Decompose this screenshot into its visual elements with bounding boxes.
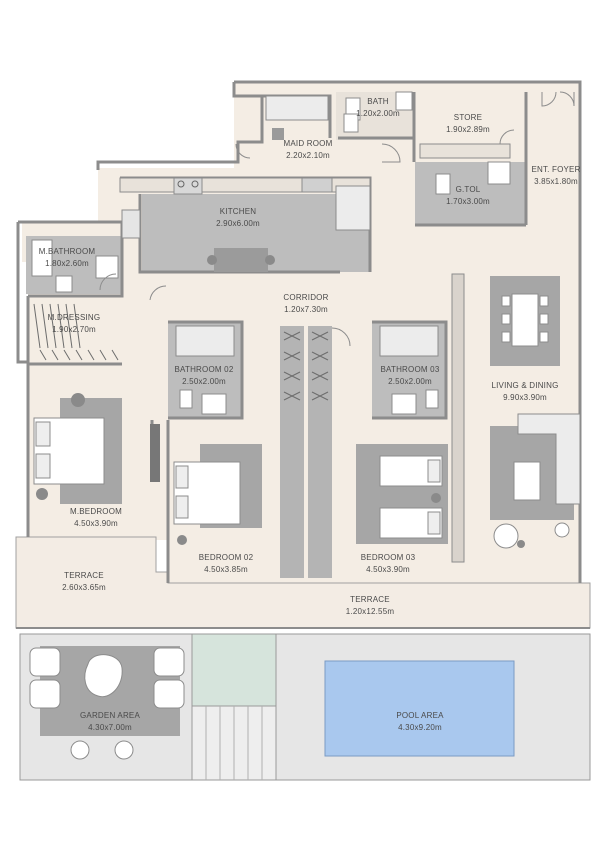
master-bedroom-furniture	[33, 393, 122, 504]
size-terrace-main: 1.20x12.55m	[346, 607, 395, 616]
label-bedroom-03: BEDROOM 03	[361, 553, 416, 562]
partitions	[150, 273, 465, 578]
living-dining-furniture	[490, 276, 581, 549]
size-gtol: 1.70x3.00m	[446, 197, 490, 206]
label-corridor: CORRIDOR	[283, 293, 328, 302]
bedroom-03-furniture	[356, 444, 448, 544]
label-bathroom-02: BATHROOM 02	[175, 365, 234, 374]
size-m-dressing: 1.90x2.70m	[52, 325, 96, 334]
size-m-bedroom: 4.50x3.90m	[74, 519, 118, 528]
size-bedroom-02: 4.50x3.85m	[204, 565, 248, 574]
label-ent-foyer: ENT. FOYER	[531, 165, 580, 174]
size-maid-room: 2.20x2.10m	[286, 151, 330, 160]
size-bath: 1.20x2.00m	[356, 109, 400, 118]
size-garden-area: 4.30x7.00m	[88, 723, 132, 732]
bathroom-fixtures	[175, 325, 439, 415]
label-bath: BATH	[367, 97, 389, 106]
label-bathroom-03: BATHROOM 03	[381, 365, 440, 374]
size-corridor: 1.20x7.30m	[284, 305, 328, 314]
size-bathroom-02: 2.50x2.00m	[182, 377, 226, 386]
size-bathroom-03: 2.50x2.00m	[388, 377, 432, 386]
size-terrace-small: 2.60x3.65m	[62, 583, 106, 592]
wardrobe-hangers	[33, 303, 329, 401]
label-terrace-main: TERRACE	[350, 595, 390, 604]
label-m-bathroom: M.BATHROOM	[39, 247, 96, 256]
label-maid-room: MAID ROOM	[284, 139, 333, 148]
label-pool-area: POOL AREA	[396, 711, 444, 720]
room-labels: BATH 1.20x2.00m MAID ROOM 2.20x2.10m STO…	[39, 97, 581, 732]
garden-furniture	[29, 646, 185, 760]
label-store: STORE	[454, 113, 482, 122]
label-living-dining: LIVING & DINING	[491, 381, 558, 390]
kitchen-furniture	[119, 177, 371, 272]
bedroom-02-furniture	[173, 444, 262, 545]
size-living-dining: 9.90x3.90m	[503, 393, 547, 402]
service-fixtures	[265, 91, 511, 195]
label-kitchen: KITCHEN	[220, 207, 257, 216]
size-kitchen: 2.90x6.00m	[216, 219, 260, 228]
door-swings	[99, 91, 575, 347]
label-garden-area: GARDEN AREA	[80, 711, 140, 720]
master-bath-fixtures	[31, 239, 119, 293]
label-m-bedroom: M.BEDROOM	[70, 507, 122, 516]
label-gtol: G.TOL	[456, 185, 481, 194]
size-m-bathroom: 1.80x2.60m	[45, 259, 89, 268]
size-store: 1.90x2.89m	[446, 125, 490, 134]
pool	[324, 660, 515, 757]
size-bedroom-03: 4.50x3.90m	[366, 565, 410, 574]
size-pool-area: 4.30x9.20m	[398, 723, 442, 732]
label-m-dressing: M.DRESSING	[48, 313, 101, 322]
label-terrace-small: TERRACE	[64, 571, 104, 580]
size-ent-foyer: 3.85x1.80m	[534, 177, 578, 186]
label-bedroom-02: BEDROOM 02	[199, 553, 254, 562]
